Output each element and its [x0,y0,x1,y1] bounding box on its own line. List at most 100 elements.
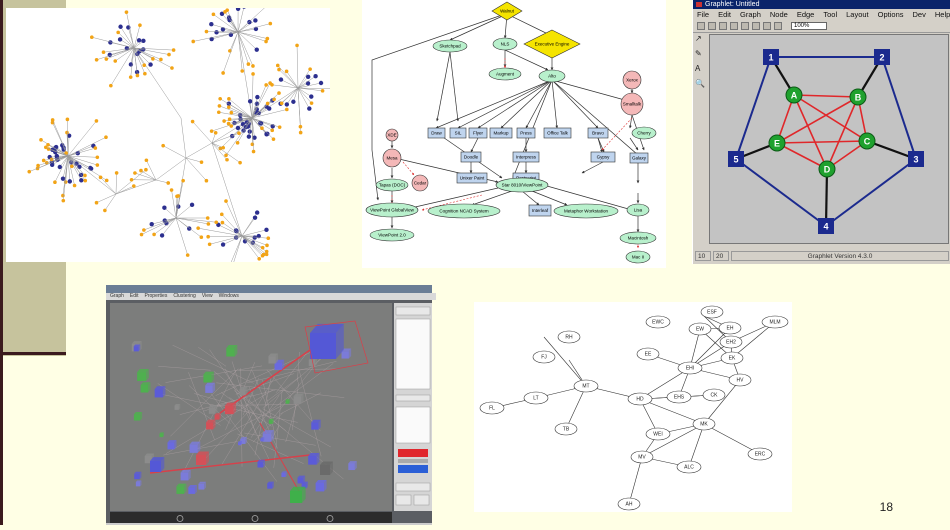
graph-node-1[interactable]: 1 [763,49,779,65]
zoom-icon[interactable] [252,516,258,522]
graphlet-menu-bar: File Edit Graph Node Edge Tool Layout Op… [693,9,950,20]
menu-properties-3d[interactable]: Properties [145,293,168,300]
svg-text:FL: FL [489,406,495,412]
network-node-esf: ESF [701,306,723,318]
network-node-fl: FL [480,402,504,414]
new-file-icon[interactable] [697,22,705,30]
svg-text:Metaphor Workstation: Metaphor Workstation [564,209,608,214]
graph-3d-canvas[interactable] [110,303,392,511]
print-icon[interactable] [730,22,738,30]
network-node-rh: RH [558,331,580,343]
svg-text:TB: TB [563,427,570,433]
ellipse-network-graphic: MT LT FL FJ RH TB HD EE EWC EHI EW ESF E… [474,302,792,512]
rotate-icon[interactable] [177,516,183,522]
copy-icon[interactable] [752,22,760,30]
svg-text:Bravo: Bravo [592,131,604,136]
svg-text:Cedar: Cedar [414,181,427,186]
graph-node-4[interactable]: 4 [818,218,834,234]
flowchart-node-gypsy: Gypsy [591,152,615,162]
network-node-ewc: EWC [646,316,670,328]
svg-text:SIL: SIL [455,131,462,136]
graphlet-status-bar: 10 20 Graphlet Version 4.3.0 [693,250,950,262]
network-node-ew: EW [689,323,711,335]
pan-icon[interactable] [327,516,333,522]
ellipse-network-image: MT LT FL FJ RH TB HD EE EWC EHI EW ESF E… [474,302,792,512]
graph-node-c[interactable]: C [859,133,875,149]
zoom-select[interactable]: 100% [791,22,827,30]
svg-text:WEI: WEI [653,432,662,438]
pencil-icon[interactable]: ✎ [695,49,707,58]
menu-windows-3d[interactable]: Windows [219,293,239,300]
graph-node-e[interactable]: E [769,135,785,151]
svg-text:EE: EE [645,352,652,358]
network-node-fj: FJ [533,351,555,363]
open-file-icon[interactable] [708,22,716,30]
flowchart-node-bravo: Bravo [588,128,608,138]
network-node-mk: MK [693,418,715,430]
network-node-ah: AH [618,498,640,510]
graphlet-toolbar: 100% [693,20,950,33]
svg-text:RH: RH [565,335,573,341]
graph-node-b[interactable]: B [850,89,866,105]
svg-text:Interleaf: Interleaf [532,208,549,213]
status-version: Graphlet Version 4.3.0 [731,251,949,261]
svg-text:1: 1 [768,53,773,63]
flowchart-node-officetalk: Office Talk [544,128,571,138]
svg-text:Mac II: Mac II [632,255,644,260]
menu-edit[interactable]: Edit [718,9,731,20]
paste-icon[interactable] [763,22,771,30]
svg-text:MT: MT [582,384,589,390]
svg-text:Interpress: Interpress [516,155,537,160]
menu-tool[interactable]: Tool [823,9,837,20]
menu-clustering-3d[interactable]: Clustering [173,293,196,300]
svg-text:Doodle: Doodle [464,155,479,160]
svg-text:MV: MV [638,455,646,461]
svg-text:MLM: MLM [769,320,780,326]
svg-text:ALC: ALC [684,465,694,471]
menu-view-3d[interactable]: View [202,293,213,300]
svg-text:EW: EW [696,327,704,333]
graph-node-5[interactable]: 5 [728,151,744,167]
menu-node[interactable]: Node [770,9,788,20]
flowchart-node-metaphor: Metaphor Workstation [554,204,618,218]
svg-text:Alto: Alto [548,74,556,79]
flowchart-node-taps: Tapas (DOC) [376,179,408,191]
graph-3d-title-bar [106,285,432,293]
network-node-wei: WEI [646,428,670,440]
flowchart-node-interleaf: Interleaf [529,205,551,216]
text-tool-icon[interactable]: A [695,64,707,73]
graphlet-canvas[interactable]: 1 2 3 4 5 A B [709,34,949,244]
select-arrow-icon[interactable]: ↗ [695,34,707,43]
graph-3d-window: Graph Edit Properties Clustering View Wi… [106,285,432,525]
cut-icon[interactable] [741,22,749,30]
menu-graph-3d[interactable]: Graph [110,293,124,300]
menu-graph[interactable]: Graph [740,9,761,20]
menu-file[interactable]: File [697,9,709,20]
menu-layout[interactable]: Layout [846,9,869,20]
svg-text:CK: CK [711,393,719,399]
flowchart-node-viewpoint2: ViewPoint 2.0 [370,229,414,241]
svg-text:Cherry: Cherry [637,131,651,136]
network-node-tb: TB [555,423,577,435]
graph-node-3[interactable]: 3 [908,151,924,167]
svg-text:Cognition NCAD System: Cognition NCAD System [439,209,489,214]
magnifier-icon[interactable]: 🔍 [695,79,707,88]
menu-options[interactable]: Options [878,9,904,20]
graphlet-title-bar: Graphlet: Untitled [693,0,950,9]
graph-node-2[interactable]: 2 [874,49,890,65]
flowchart-node-lisa: Lisa [627,204,649,216]
svg-text:Draw: Draw [431,131,442,136]
network-node-lt: LT [524,392,548,404]
menu-edit-3d[interactable]: Edit [130,293,139,300]
svg-text:B: B [855,93,862,103]
graph-node-a[interactable]: A [786,87,802,103]
flowchart-node-macintosh: Macintosh [620,232,656,244]
graph-node-d[interactable]: D [819,161,835,177]
network-node-mt: MT [574,380,598,392]
undo-icon[interactable] [774,22,782,30]
menu-edge[interactable]: Edge [797,9,815,20]
svg-text:Augment: Augment [496,72,515,77]
menu-dev[interactable]: Dev [913,9,926,20]
save-icon[interactable] [719,22,727,30]
menu-help[interactable]: Help [935,9,950,20]
